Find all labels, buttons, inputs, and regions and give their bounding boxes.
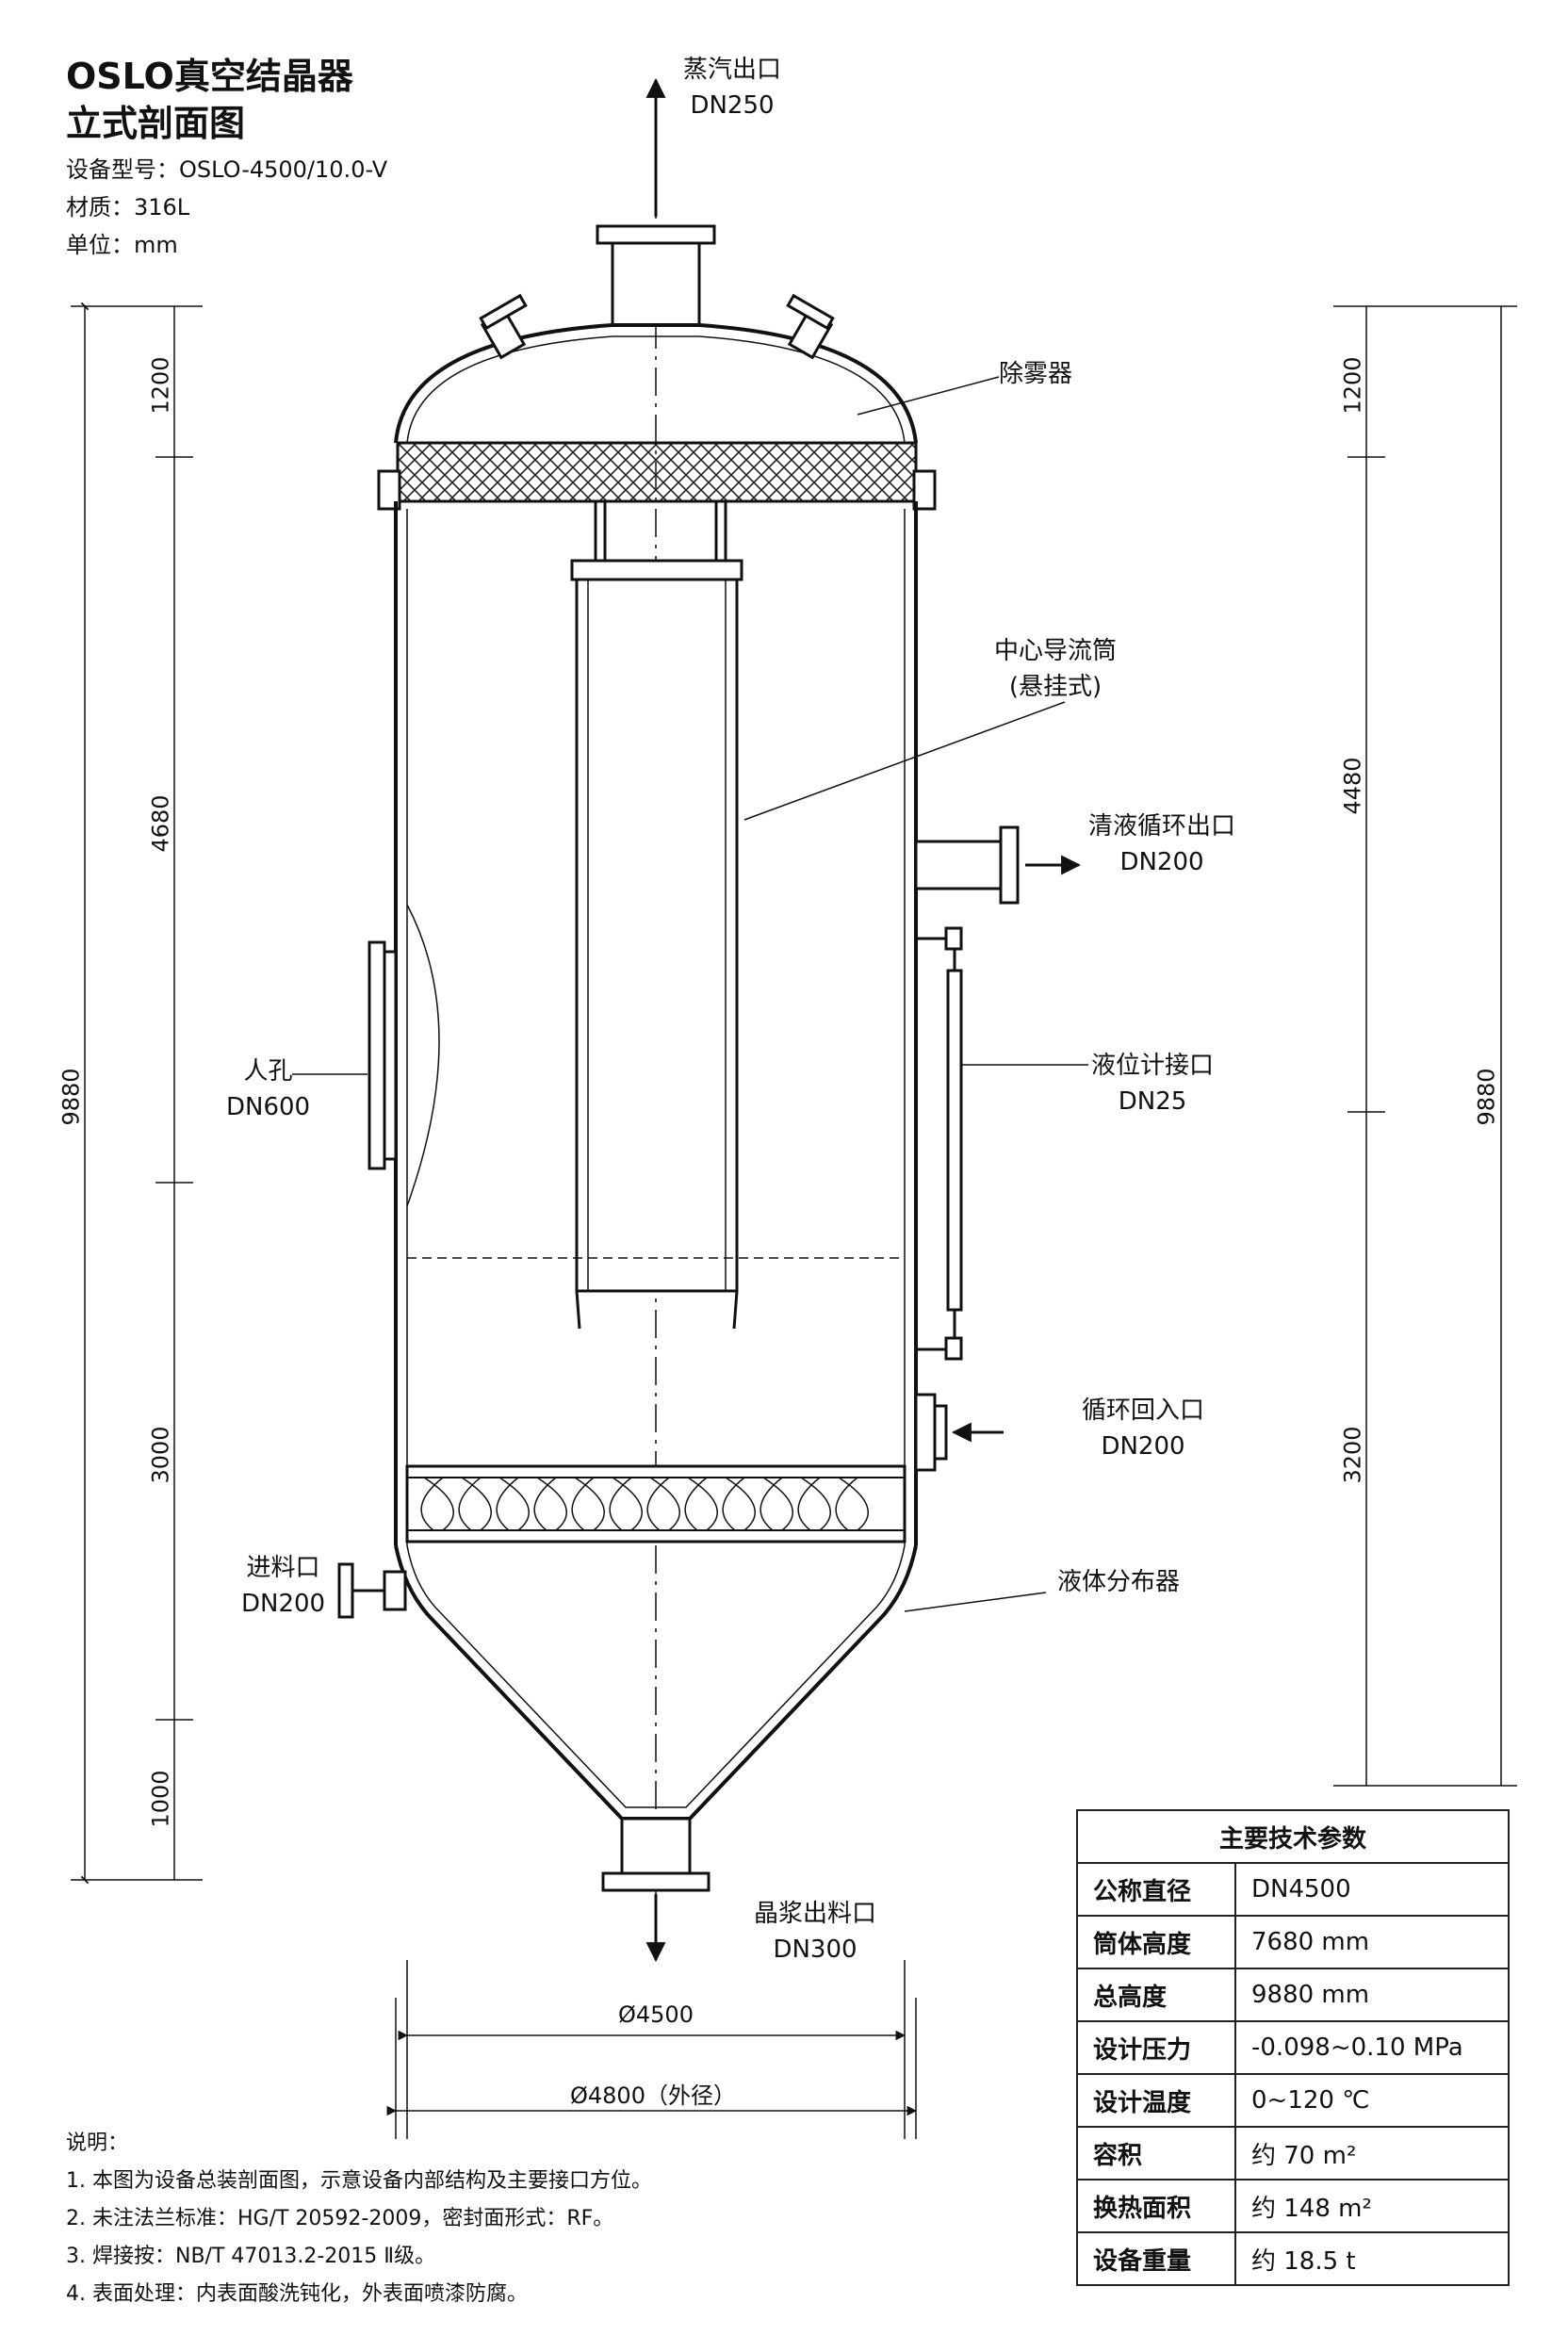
notes-heading: 说明： — [66, 2132, 129, 2155]
body-flange-left — [377, 469, 401, 511]
dim-left-total: 9880 — [57, 1068, 85, 1126]
spec-table-header: 主要技术参数 — [1076, 1809, 1510, 1864]
right-dimension-lines — [1333, 305, 1517, 1787]
dim-right-1: 1200 — [1339, 356, 1366, 415]
left-dimension-lines — [71, 302, 203, 1885]
level-gauge-label: 液位计接口 DN25 — [1091, 1052, 1215, 1116]
slurry-outlet-nozzle — [601, 1817, 710, 1892]
drawing-title-line2: 立式剖面图 — [66, 103, 246, 144]
dim-right-total: 9880 — [1473, 1068, 1500, 1126]
clear-liquor-nozzle — [914, 825, 1082, 905]
draft-tube-label: 中心导流筒 (悬挂式) — [994, 637, 1118, 701]
dim-left-3: 3000 — [147, 1426, 174, 1484]
note-item: 2. 未注法兰标准：HG/T 20592-2009，密封面形式：RF。 — [66, 2207, 614, 2230]
recirc-inlet-label: 循环回入口 DN200 — [1082, 1396, 1205, 1461]
material-text: 材质：316L — [66, 194, 190, 220]
note-item: 1. 本图为设备总装剖面图，示意设备内部结构及主要接口方位。 — [66, 2169, 652, 2193]
top-small-nozzle-left — [479, 293, 528, 360]
top-small-nozzle-right — [786, 293, 835, 360]
notes-block: 说明： 1. 本图为设备总装剖面图，示意设备内部结构及主要接口方位。 2. 未注… — [66, 2125, 652, 2313]
feed-inlet-nozzle — [337, 1562, 407, 1619]
top-head — [394, 323, 918, 444]
draft-tube — [570, 559, 743, 1330]
bottom-dimension-lines — [386, 1960, 918, 2139]
dim-left-1: 1200 — [147, 356, 174, 415]
spec-table-title: 主要技术参数 — [1076, 1809, 1510, 1864]
liquid-distributor — [405, 1464, 906, 1544]
body-flange-right — [912, 469, 937, 511]
spec-row: 设计压力-0.098~0.10 MPa — [1076, 2020, 1510, 2075]
vapor-outlet-label: 蒸汽出口 DN250 — [683, 56, 782, 120]
dim-left-4: 1000 — [147, 1770, 174, 1828]
note-item: 4. 表面处理：内表面酸洗钝化，外表面喷漆防腐。 — [66, 2282, 528, 2306]
dim-left-2: 4680 — [147, 794, 174, 853]
manhole — [368, 904, 440, 1207]
unit-text: 单位：mm — [66, 232, 178, 258]
level-gauge — [916, 926, 963, 1361]
vapor-outlet-nozzle — [596, 224, 716, 327]
cone-bottom — [394, 1544, 918, 1821]
note-item: 3. 焊接按：NB/T 47013.2-2015 Ⅱ级。 — [66, 2245, 436, 2268]
clear-liquor-outlet-label: 清液循环出口 DN200 — [1088, 812, 1236, 876]
feed-inlet-label: 进料口 DN200 — [241, 1554, 326, 1618]
dim-right-3: 3200 — [1339, 1426, 1366, 1484]
demister-label: 除雾器 — [999, 360, 1073, 388]
spec-row: 设备重量约 18.5 t — [1076, 2231, 1510, 2286]
model-text: 设备型号：OSLO-4500/10.0-V — [66, 156, 388, 183]
spec-row: 换热面积约 148 m² — [1076, 2179, 1510, 2233]
drawing-title-line1: OSLO真空结晶器 — [66, 56, 353, 97]
dim-outer-diameter: Ø4800（外径） — [570, 2082, 736, 2109]
slurry-outlet-label: 晶浆出料口 DN300 — [754, 1900, 877, 1964]
recirc-inlet-nozzle — [914, 1393, 1004, 1472]
dim-inner-diameter: Ø4500 — [618, 2001, 694, 2028]
spec-row: 容积约 70 m² — [1076, 2126, 1510, 2180]
demister-pad — [396, 441, 918, 503]
dim-right-2: 4480 — [1339, 757, 1366, 815]
distributor-label: 液体分布器 — [1057, 1568, 1181, 1596]
manhole-label: 人孔 DN600 — [226, 1057, 311, 1121]
